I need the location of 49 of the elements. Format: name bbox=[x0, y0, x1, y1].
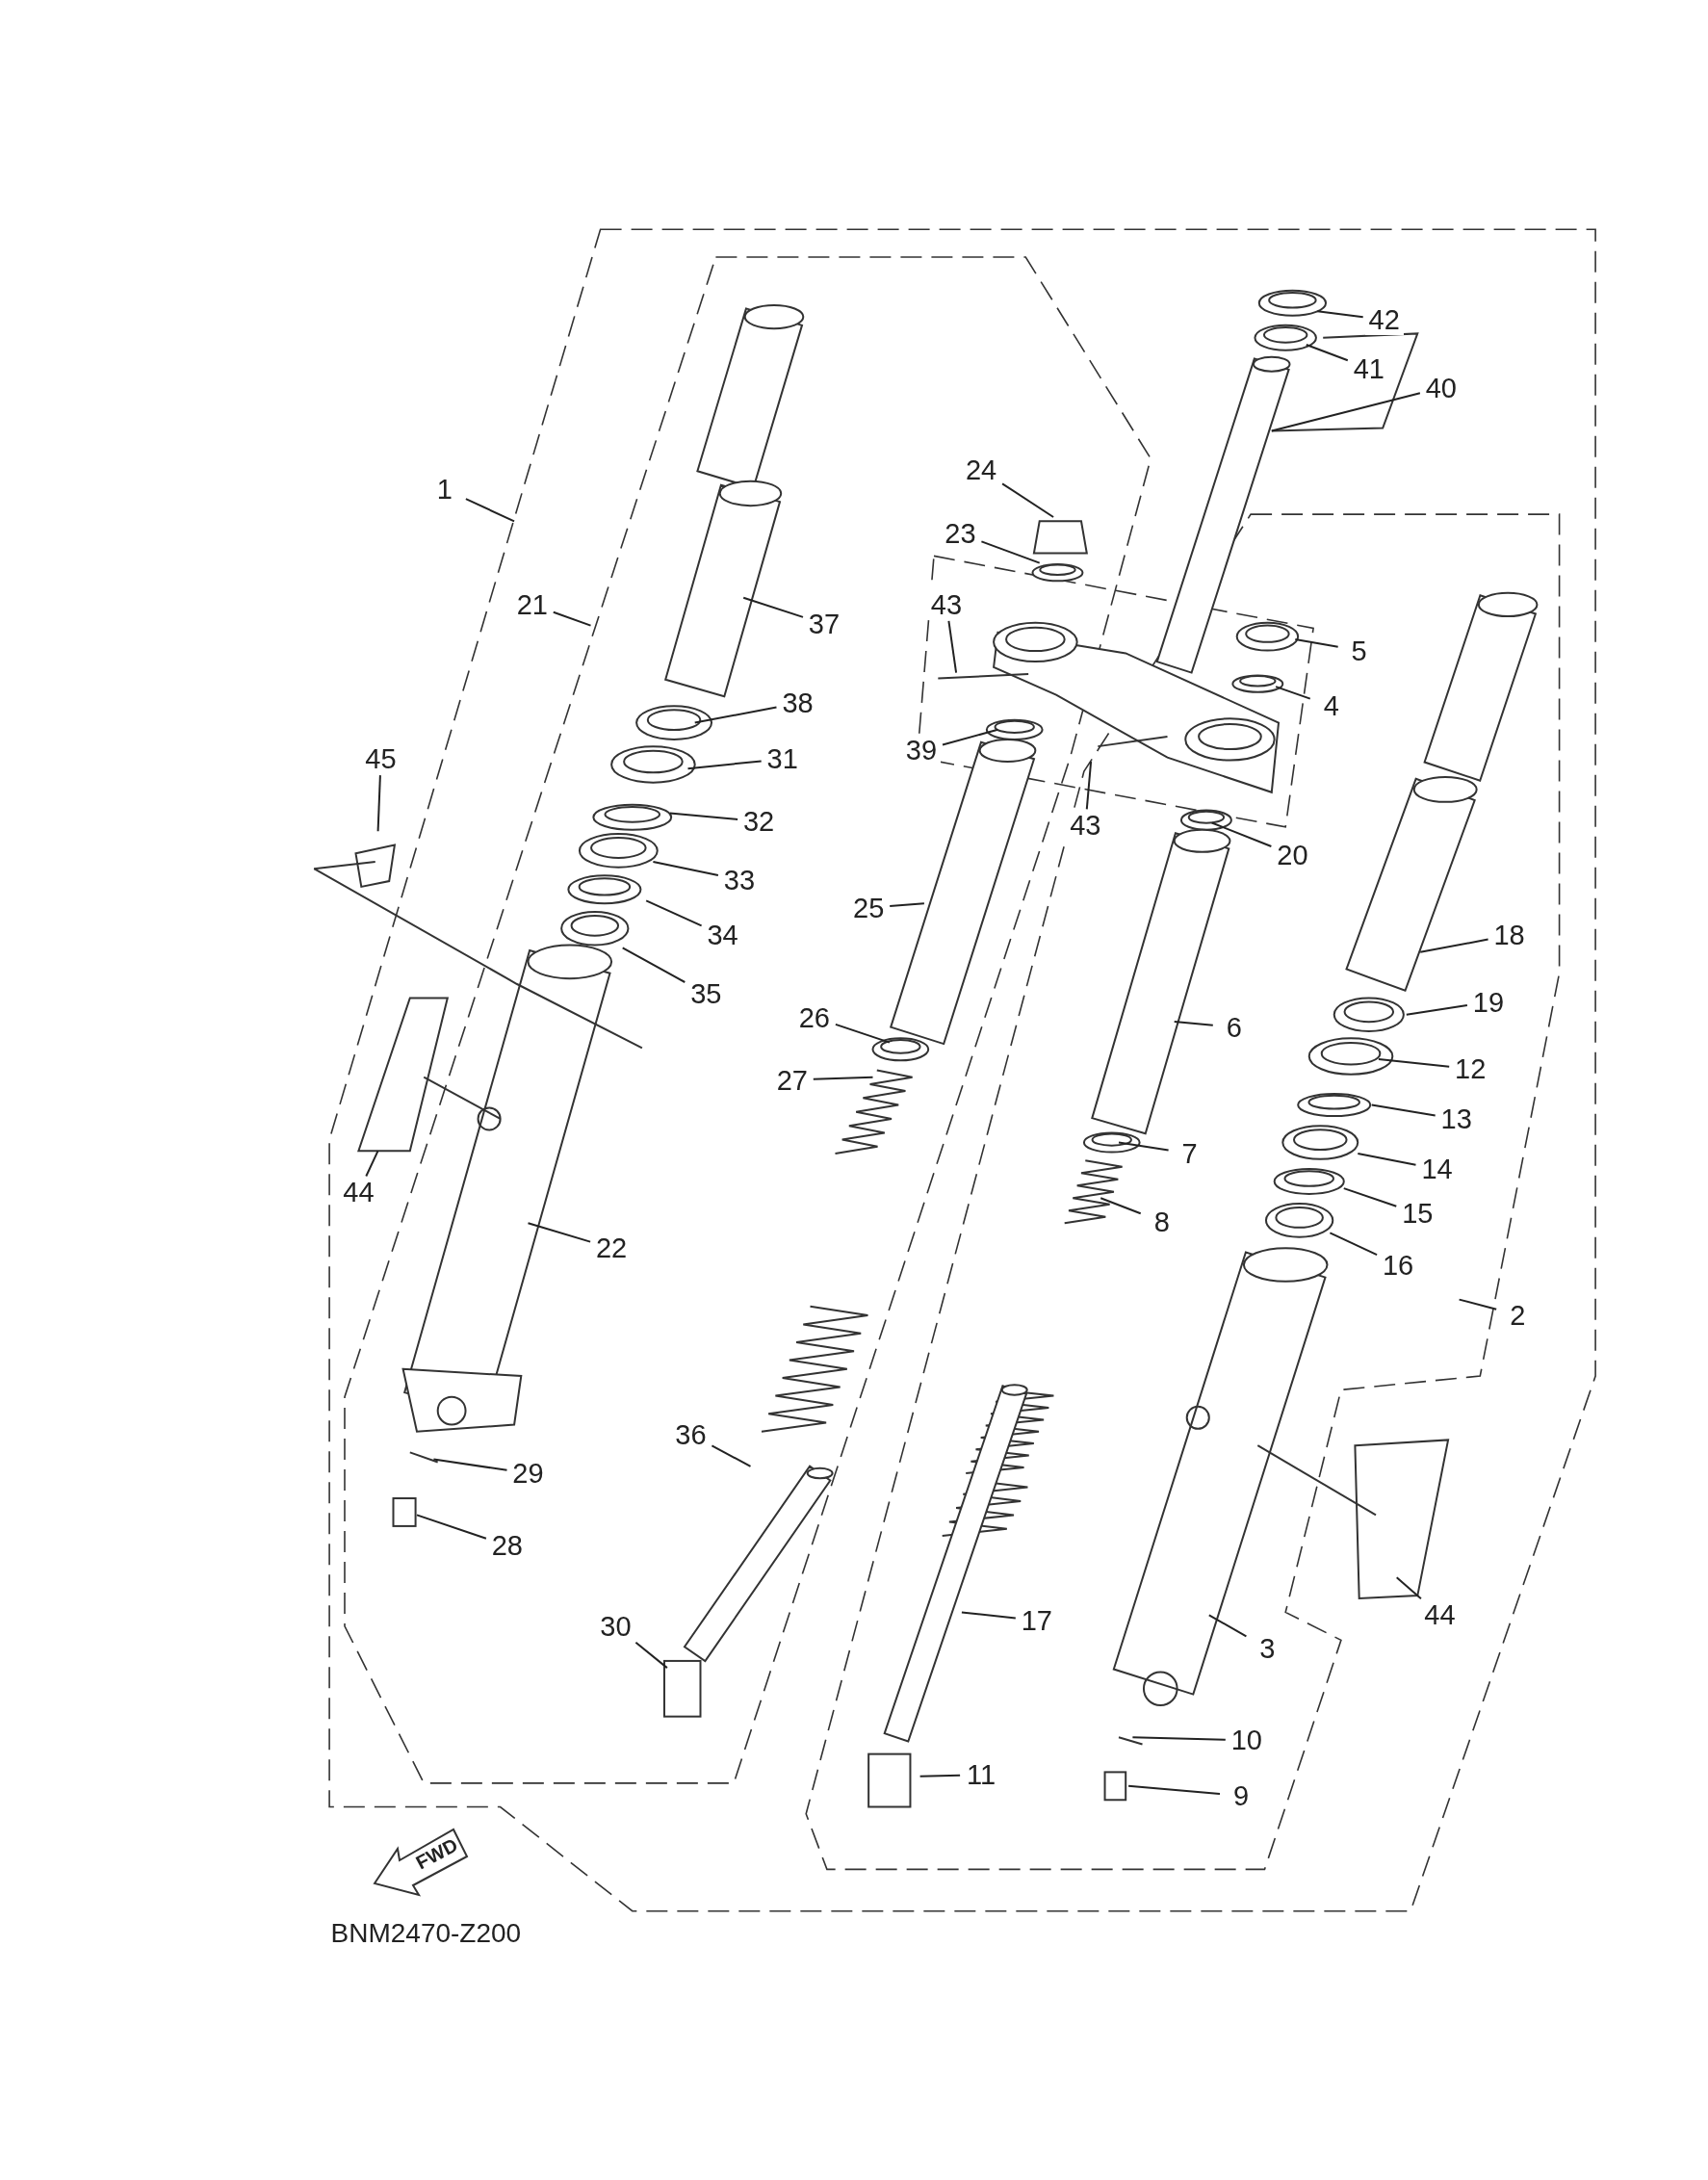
leader-line bbox=[686, 760, 763, 770]
leader-line bbox=[1210, 821, 1273, 847]
leader-line bbox=[980, 540, 1041, 564]
leader-line bbox=[1127, 1784, 1221, 1795]
leader-line bbox=[693, 706, 778, 724]
leader-line bbox=[1294, 638, 1339, 648]
leader-line bbox=[1342, 1187, 1398, 1207]
leader-line bbox=[812, 1076, 874, 1080]
leader-line bbox=[668, 812, 739, 820]
leader-line bbox=[552, 610, 592, 627]
leader-line bbox=[416, 1514, 487, 1540]
leader-line bbox=[1419, 938, 1489, 953]
leader-line bbox=[960, 1611, 1017, 1620]
leader-line bbox=[1377, 1057, 1451, 1068]
leader-line bbox=[1173, 1020, 1214, 1026]
leader-line bbox=[942, 728, 999, 746]
leader-line bbox=[527, 1222, 592, 1243]
leader-line bbox=[1100, 1197, 1142, 1215]
leader-line bbox=[1118, 1141, 1170, 1152]
leader-line bbox=[1001, 482, 1055, 518]
leader-line bbox=[742, 596, 804, 618]
leader-line bbox=[1270, 392, 1421, 432]
drawing-number: BNM2470-Z200 bbox=[330, 1917, 522, 1949]
leader-line bbox=[1370, 1103, 1436, 1117]
leader-line bbox=[711, 1444, 752, 1467]
direction-label: FWD bbox=[412, 1833, 462, 1875]
leader-line bbox=[652, 860, 719, 877]
leader-line bbox=[1275, 686, 1311, 700]
leader-line bbox=[1305, 344, 1349, 362]
leader-line bbox=[1329, 1232, 1379, 1257]
leader-line bbox=[1207, 1614, 1248, 1638]
leader-line bbox=[1131, 1736, 1227, 1741]
leader-line bbox=[1395, 1576, 1422, 1600]
leader-line bbox=[432, 1458, 508, 1471]
leader-line bbox=[365, 1150, 379, 1178]
leader-line bbox=[1357, 1153, 1417, 1166]
leader-line bbox=[919, 1774, 962, 1778]
leader-line bbox=[1316, 310, 1364, 319]
leader-line bbox=[464, 498, 516, 523]
leader-line bbox=[645, 899, 703, 927]
leader-line bbox=[947, 619, 958, 674]
leader-line bbox=[376, 774, 381, 833]
leader-line bbox=[1085, 761, 1093, 811]
leader-line bbox=[634, 1641, 668, 1670]
leader-line bbox=[1405, 1004, 1468, 1016]
leader-line bbox=[1458, 1298, 1498, 1311]
leader-line bbox=[621, 947, 686, 983]
leader-line bbox=[834, 1023, 891, 1044]
leader-line bbox=[889, 902, 925, 907]
